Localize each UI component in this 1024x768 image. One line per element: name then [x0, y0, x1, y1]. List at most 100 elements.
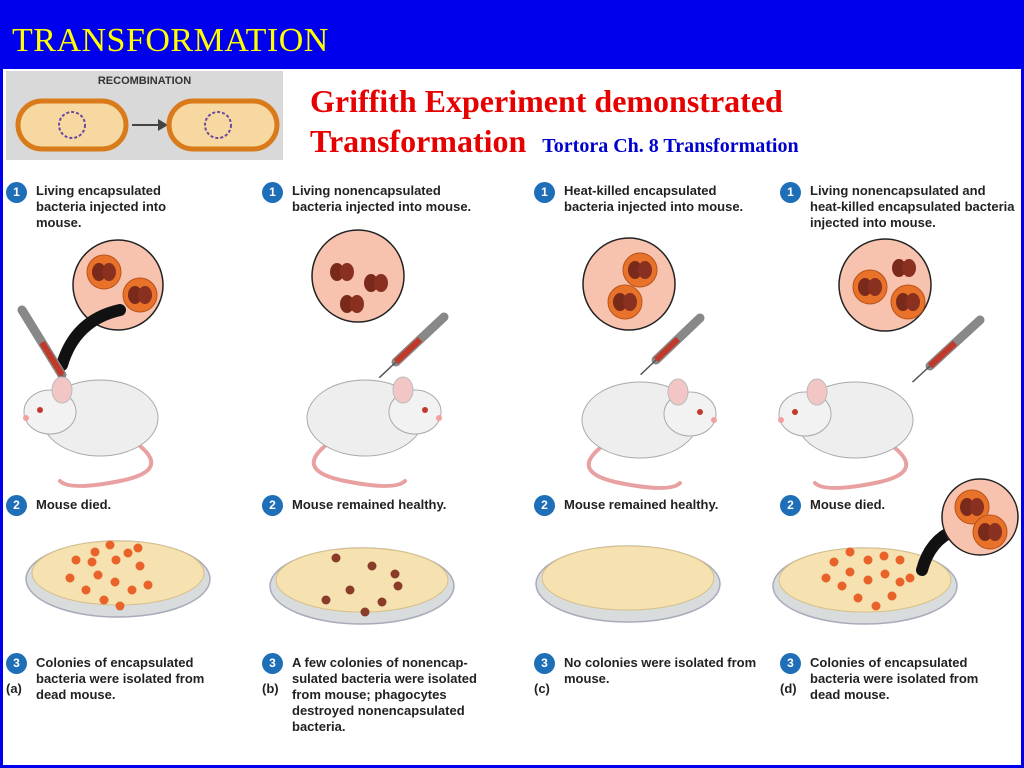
panel-d-step1: Living nonencapsulated and heat-killed e…	[810, 183, 1015, 230]
panel-c-syringe-needle-icon	[640, 359, 657, 376]
panel-d-step3: Colonies of encapsulated bacteria were i…	[810, 655, 979, 702]
main-title-line1: Griffith Experiment demonstrated	[310, 83, 783, 119]
panel-a-mouse-nose	[23, 415, 29, 421]
panel-d-mouse-nose	[778, 417, 784, 423]
panel-c-mouse-tail	[586, 446, 682, 490]
panel-a-colony-7	[127, 585, 137, 595]
bacterium-cell-left	[15, 98, 129, 152]
panel-a-colony-4	[135, 561, 145, 571]
panel-d-colony-0	[829, 557, 839, 567]
panel-d-colony-6	[853, 593, 863, 603]
panel-a-colony-13	[87, 557, 97, 567]
panel-d-colony-3	[880, 569, 890, 579]
step-badge-d1: 1	[780, 182, 801, 203]
panel-c-bacterium-2-cell-b	[623, 293, 637, 311]
panel-d-mouse-tail	[813, 446, 909, 490]
panel-b-mouse-nose	[436, 415, 442, 421]
panel-c-step1: Heat-killed encapsulated bacteria inject…	[564, 183, 744, 214]
panel-b-colony-4	[360, 607, 370, 617]
panel-a-colony-14	[133, 543, 143, 553]
panel-b-bacterium-2-cell-a	[364, 274, 378, 292]
panel-c-step2: Mouse remained healthy.	[564, 497, 719, 512]
panel-b-bacterium-1-cell-b	[340, 263, 354, 281]
panel-d-result-bacterium-1-cell-a	[960, 498, 974, 516]
panel-a-arrow-icon	[56, 304, 126, 371]
panel-c-mouse-ear	[667, 378, 689, 406]
panel-b-colony-3	[345, 585, 355, 595]
step-badge-c3: 3	[534, 653, 555, 674]
panel-d-colony-13	[845, 567, 855, 577]
panel-a-bacterium-1-cell-a	[92, 263, 106, 281]
panel-a-step2: Mouse died.	[36, 497, 112, 512]
recombination-label: RECOMBINATION	[97, 75, 192, 87]
panel-a-mouse-eye	[37, 407, 43, 413]
main-title-line2: Transformation	[310, 123, 527, 159]
panel-d-colony-14	[895, 555, 905, 565]
panel-d-mouse-ear	[806, 378, 828, 406]
plasmid-left	[58, 111, 86, 139]
step-badge-d2: 2	[780, 495, 801, 516]
panel-d-syringe-needle-icon	[911, 365, 931, 383]
panel-a-colony-10	[115, 601, 125, 611]
panel-a-colony-12	[65, 573, 75, 583]
panel-d-colony-8	[887, 591, 897, 601]
panel-d-label: (d)	[780, 681, 797, 696]
step-badge-c1: 1	[534, 182, 555, 203]
panel-a-step3: Colonies of encapsulated bacteria were i…	[36, 655, 205, 702]
panel-b-petri-agar	[275, 547, 449, 613]
arrow-head-icon	[158, 119, 168, 131]
panel-b-mouse-tail	[311, 444, 407, 488]
step-badge-a3: 3	[6, 653, 27, 674]
panel-d-colony-12	[879, 551, 889, 561]
panel-b-label: (b)	[262, 681, 279, 696]
panel-b-bacterium-1-cell-a	[330, 263, 344, 281]
panel-b-colony-2	[390, 569, 400, 579]
panel-b-magnified-circle	[311, 229, 405, 323]
recombination-diagram	[15, 98, 280, 152]
panel-d-bacterium-3-cell-b	[902, 259, 916, 277]
step-badge-a1: 1	[6, 182, 27, 203]
step-badge-d3: 3	[780, 653, 801, 674]
panel-d-colony-1	[845, 547, 855, 557]
panel-a-colony-8	[81, 585, 91, 595]
step-badge-a2: 2	[6, 495, 27, 516]
panel-d-colony-4	[895, 577, 905, 587]
plasmid-right	[204, 111, 232, 139]
panel-c-mouse-eye	[697, 409, 703, 415]
panel-b-syringe-needle-icon	[378, 361, 397, 379]
panel-a-colony-1	[90, 547, 100, 557]
panel-a-colony-6	[110, 577, 120, 587]
panel-b-colony-1	[367, 561, 377, 571]
panel-b-mouse-ear	[392, 376, 414, 404]
panel-d-result-bacterium-1-cell-b	[970, 498, 984, 516]
slide-title: TRANSFORMATION	[12, 22, 329, 59]
panel-c-step3: No colonies were isolated from mouse.	[564, 655, 757, 686]
panel-d-colony-9	[905, 573, 915, 583]
panel-a-colony-3	[123, 548, 133, 558]
panel-b-bacterium-2-cell-b	[374, 274, 388, 292]
recombination-figure: RECOMBINATION	[6, 71, 283, 160]
panel-d-colony-10	[821, 573, 831, 583]
panel-a-colony-9	[99, 595, 109, 605]
experiment-illustration	[17, 229, 1019, 625]
panel-d-bacterium-2-cell-a	[896, 293, 910, 311]
panel-d-mouse-eye	[792, 409, 798, 415]
panel-d-result-bacterium-2-cell-a	[978, 523, 992, 541]
panel-b-colony-7	[393, 581, 403, 591]
step-badge-c2: 2	[534, 495, 555, 516]
panel-a-step1: Living encapsulated bacteria injected in…	[36, 183, 167, 230]
panel-b-step1: Living nonencapsulated bacteria injected…	[292, 183, 472, 214]
panel-d-bacterium-2-cell-b	[906, 293, 920, 311]
content-panel: RECOMBINATION Griffith Experiment demons…	[3, 69, 1021, 765]
panel-a-bacterium-1-cell-b	[102, 263, 116, 281]
panel-a-bacterium-2-cell-a	[128, 286, 142, 304]
panel-c-label: (c)	[534, 681, 550, 696]
panel-d-step2: Mouse died.	[810, 497, 886, 512]
subtitle: Tortora Ch. 8 Transformation	[542, 135, 799, 157]
main-title: Griffith Experiment demonstrated Transfo…	[310, 81, 799, 166]
panel-a-mouse-tail	[58, 444, 154, 488]
panel-d-colony-11	[863, 575, 873, 585]
panel-d-colony-2	[863, 555, 873, 565]
panel-b-step3: A few colonies of nonencap-sulated bacte…	[292, 655, 477, 734]
panel-c-bacterium-1-cell-b	[638, 261, 652, 279]
